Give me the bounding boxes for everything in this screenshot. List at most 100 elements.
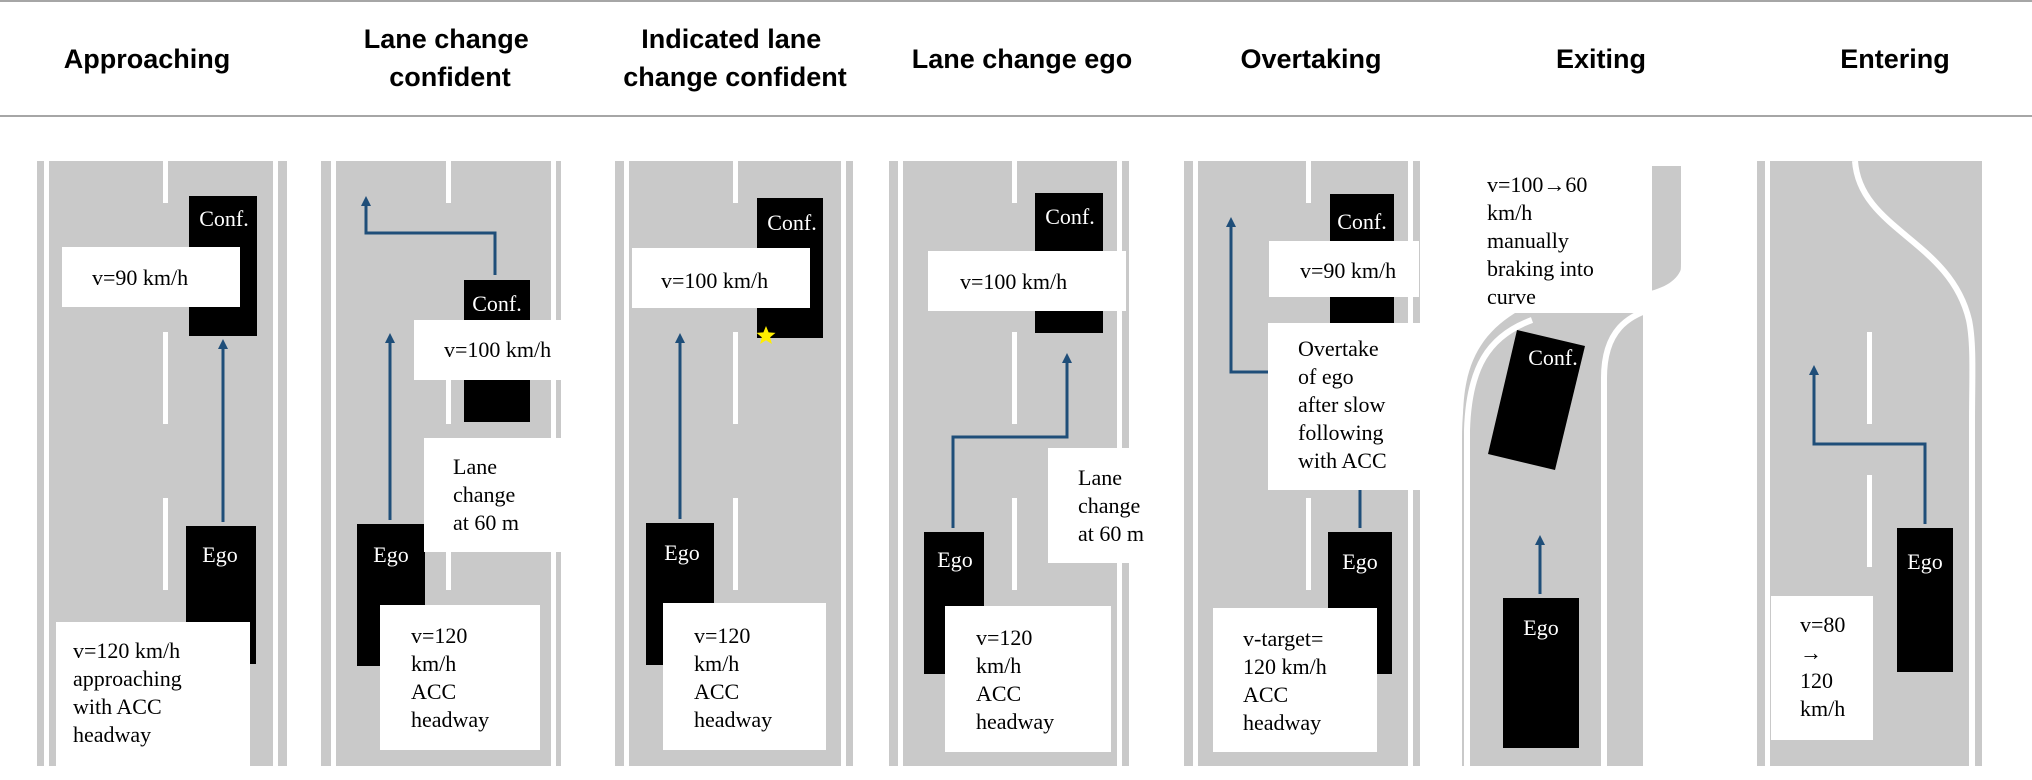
lane-dash: [733, 332, 738, 424]
box-line: 120 km/h: [1243, 654, 1327, 679]
lane-dash: [163, 498, 168, 590]
vehicle-label: Ego: [202, 542, 237, 567]
box-line: change: [1078, 493, 1140, 518]
box-line: v=100 km/h: [444, 337, 551, 362]
exit-ramp-road: [1463, 166, 1683, 420]
turn-indicator-star: [756, 326, 776, 344]
box-line: v=100 km/h: [661, 268, 768, 293]
scenario-title: Exiting: [1556, 44, 1646, 74]
lane-edge-middle-curve: [1601, 166, 1687, 766]
label-box: [56, 622, 250, 772]
box-line: at 60 m: [453, 510, 519, 535]
scenario-title: Approaching: [64, 44, 231, 74]
label-box: [62, 247, 240, 307]
vehicle-label: Ego: [1523, 615, 1558, 640]
lane-dash: [1867, 475, 1872, 567]
box-line: v=120 km/h: [73, 638, 180, 663]
box-line: after slow: [1298, 392, 1385, 417]
vehicle-label: Ego: [1342, 549, 1377, 574]
merge-edge-curve: [1852, 160, 1976, 766]
label-box-text: v=100→60 km/h manually braking into curv…: [1487, 172, 1599, 309]
lane-edge-left: [1765, 161, 1770, 766]
lane-dash: [163, 161, 168, 203]
label-box-text: Overtake of ego after slow following wit…: [1298, 336, 1391, 473]
box-line: following: [1298, 420, 1384, 445]
scenario-entering: Entering Ego v=80 → 120 km/h: [1757, 44, 1982, 766]
vehicle-conf: [1488, 330, 1585, 470]
vehicle-ego: [1503, 598, 1579, 748]
label-box-text: v=120 km/h approaching with ACC headway: [73, 638, 187, 747]
box-line: approaching: [73, 666, 182, 691]
trajectory-arrow: [361, 196, 497, 275]
lane-edge-left-curve: [1464, 317, 1534, 766]
label-box: [1467, 161, 1652, 313]
box-line: Lane: [1078, 465, 1122, 490]
lane-dash: [1012, 161, 1017, 203]
box-line: curve: [1487, 284, 1536, 309]
box-line: →: [1800, 640, 1822, 665]
box-line: braking into: [1487, 256, 1594, 281]
label-box: [380, 605, 540, 750]
box-line: change: [453, 482, 515, 507]
vehicle-label: Conf.: [767, 210, 817, 235]
label-box-text: v=100 km/h: [661, 268, 768, 293]
label-box: [414, 320, 564, 380]
label-box: [1269, 241, 1419, 297]
scenario-title-line: change confident: [623, 62, 847, 92]
lane-dash: [163, 332, 168, 424]
box-line: headway: [73, 722, 151, 747]
scenario-title: Lane change ego: [912, 44, 1133, 74]
lane-dash: [1012, 332, 1017, 424]
box-line: 120: [1800, 668, 1833, 693]
label-box: [945, 606, 1111, 752]
lane-edge-left: [898, 161, 903, 766]
box-line: headway: [976, 709, 1054, 734]
label-box: [663, 603, 826, 750]
trajectory-arrow: [1809, 365, 1927, 524]
box-line: v=90 km/h: [92, 265, 188, 290]
label-box-text: v=120 km/h ACC headway: [976, 625, 1054, 734]
lane-edge-left: [1193, 161, 1198, 766]
lane-dash: [733, 161, 738, 203]
trajectory-arrow: [951, 353, 1072, 528]
lane-dash: [1306, 498, 1311, 590]
box-line: Lane: [453, 454, 497, 479]
lane-dash: [446, 161, 451, 203]
label-box: [1048, 448, 1158, 563]
scenario-indicated-lane-change-confident: Indicated lane change confident Conf. Eg…: [615, 24, 853, 766]
box-line: manually: [1487, 228, 1569, 253]
box-line: km/h: [694, 651, 739, 676]
box-line: v-target=: [1243, 626, 1323, 651]
box-line: headway: [694, 707, 772, 732]
lane-edge-left: [44, 161, 49, 766]
scenario-title-line: Exiting: [1556, 44, 1646, 74]
vehicle-ego: [1897, 528, 1953, 672]
lane-edge-right: [273, 161, 278, 766]
lane-edge-left: [331, 161, 336, 766]
label-box-text: v=100 km/h: [960, 269, 1067, 294]
lane-dash: [1867, 332, 1872, 424]
box-line: v=100→60: [1487, 172, 1587, 197]
scenario-title: Entering: [1840, 44, 1950, 74]
scenario-title-line: Lane change ego: [912, 44, 1133, 74]
scenario-title: Lane change confident: [364, 24, 537, 92]
scenario-title-line: Approaching: [64, 44, 231, 74]
scenario-title-line: Entering: [1840, 44, 1950, 74]
lane-dash: [1306, 161, 1311, 203]
box-line: v=90 km/h: [1300, 258, 1396, 283]
label-box: [928, 251, 1126, 311]
scenario-approaching: Approaching Conf. Ego v=90 km/h v=120 km…: [37, 44, 287, 772]
box-line: headway: [1243, 710, 1321, 735]
scenario-overtaking: Overtaking Conf. Ego v=90 km/h Overtake …: [1184, 44, 1422, 766]
scenario-lane-change-ego: Lane change ego Conf. Ego v=100 km/h Lan…: [889, 44, 1158, 766]
vehicle-label: Conf.: [1337, 209, 1387, 234]
scenario-title-line: Overtaking: [1240, 44, 1381, 74]
vehicle-label: Conf.: [1528, 345, 1578, 370]
label-box: [1213, 608, 1377, 752]
label-box: [1268, 323, 1422, 490]
box-line: ACC: [694, 679, 739, 704]
lane-dash: [1012, 498, 1017, 590]
box-line: v=120: [976, 625, 1032, 650]
label-box-text: v-target= 120 km/h ACC headway: [1243, 626, 1332, 735]
lane-edge-left: [624, 161, 629, 766]
